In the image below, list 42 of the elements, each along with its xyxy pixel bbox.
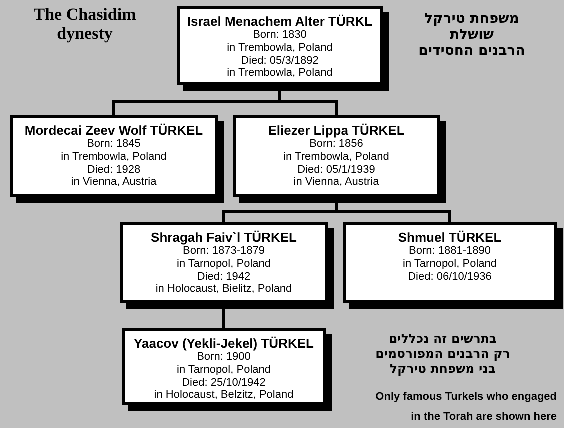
detail-text: Died: 06/10/1936 — [408, 272, 492, 283]
person-name: Mordecai Zeev Wolf TÜRKEL — [24, 124, 204, 138]
detail-text: in Tarnopol, Poland — [177, 364, 271, 376]
detail-text: in Tarnopol, Poland — [403, 258, 497, 270]
detail-text: Died: 1928 — [87, 164, 141, 176]
detail-text: in Tarnopol, Poland — [177, 258, 271, 270]
detail-text: in Vienna, Austria — [294, 177, 380, 188]
heading-text: משפחת טירקל שושלת הרבנים החסידים — [418, 11, 526, 59]
person-box — [122, 328, 332, 411]
connector-line — [222, 309, 226, 328]
detail-text: in Trembowla, Poland — [284, 152, 390, 163]
detail-text: in Trembowla, Poland — [227, 42, 333, 54]
detail-text: Born: 1900 — [197, 352, 251, 364]
person-box — [343, 222, 563, 309]
person-name: Israel Menachem Alter TÜRKL — [187, 15, 373, 28]
person-box — [120, 222, 334, 309]
detail-text: in Holocaust, Bielitz, Poland — [156, 284, 292, 296]
title: The Chasidim dynesty — [34, 5, 136, 43]
person-box — [10, 115, 224, 203]
person-box — [233, 115, 446, 203]
person-name: Shmuel TÜRKEL — [398, 231, 502, 244]
detail-text: Died: 05/3/1892 — [241, 56, 319, 67]
detail-text: in Trembowla, Poland — [227, 68, 333, 80]
person-name: Yaacov (Yekli-Jekel) TÜRKEL — [134, 337, 314, 350]
detail-text: Born: 1873-1879 — [183, 246, 265, 258]
detail-text: Died: 05/1/1939 — [298, 164, 376, 176]
connector-line — [278, 91, 338, 115]
detail-text: in Holocaust, Belzitz, Poland — [154, 390, 294, 402]
detail-text: Born: 1845 — [87, 139, 141, 150]
person-box — [177, 6, 389, 91]
detail-text: in Vienna, Austria — [71, 177, 157, 188]
note-text: Only famous Turkels who engaged in the Torah are shown here — [376, 390, 557, 425]
person-name: Eliezer Lippa TÜRKEL — [268, 124, 405, 138]
detail-text: Born: 1881-1890 — [409, 246, 491, 258]
detail-text: in Trembowla, Poland — [61, 152, 167, 163]
detail-text: Born: 1830 — [253, 30, 307, 42]
person-name: Shragah Faiv`l TÜRKEL — [151, 231, 297, 244]
detail-text: Died: 1942 — [197, 272, 251, 283]
connector-line — [335, 203, 452, 222]
detail-text: Born: 1856 — [310, 139, 364, 150]
note-text: בתרשים זה נכללים רק הרבנים המפורסמים בני משפחת טירקל — [376, 331, 510, 376]
detail-text: Died: 25/10/1942 — [182, 378, 266, 389]
